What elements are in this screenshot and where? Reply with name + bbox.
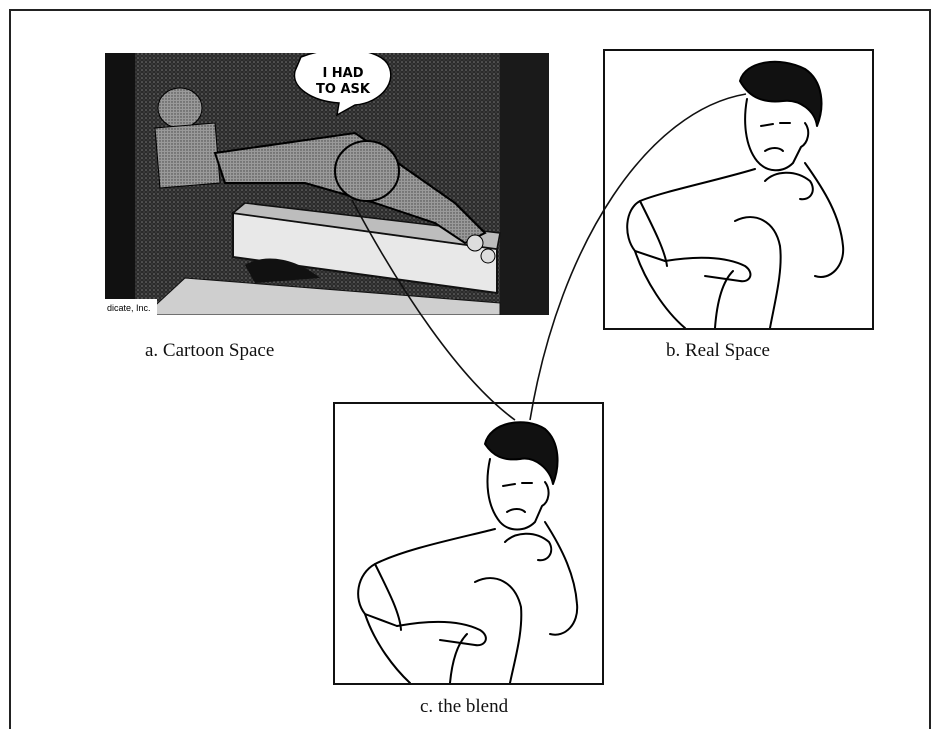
real-space-panel: [603, 49, 874, 330]
caption-cartoon-space: a. Cartoon Space: [145, 340, 274, 362]
caption-the-blend: c. the blend: [420, 696, 508, 718]
cartoon-illustration: I HAD TO ASK dicate, Inc.: [105, 53, 549, 315]
blend-panel: [333, 402, 604, 685]
cartoon-credit: dicate, Inc.: [107, 303, 151, 313]
caption-real-space: b. Real Space: [666, 340, 770, 362]
blend-illustration: [335, 404, 602, 683]
speech-bubble-line-1: I HAD: [322, 66, 363, 81]
real-space-illustration: [605, 51, 872, 328]
speech-bubble-line-2: TO ASK: [316, 82, 371, 97]
cartoon-panel: I HAD TO ASK dicate, Inc.: [105, 53, 549, 315]
